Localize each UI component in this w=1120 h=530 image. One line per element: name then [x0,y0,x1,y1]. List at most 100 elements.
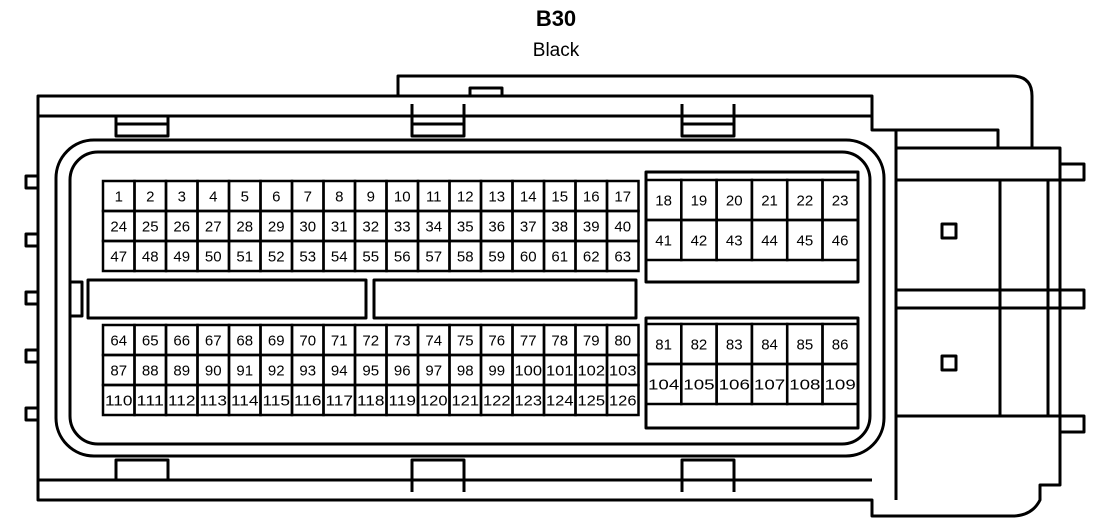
pin-cell: 92 [259,353,294,387]
pin-cell: 72 [353,323,388,357]
pin-number: 16 [583,188,600,205]
pin-cell: 116 [290,383,325,417]
pin-cell: 56 [385,239,420,273]
pin-number: 116 [294,392,322,409]
pin-cell: 7 [290,179,325,213]
pin-number: 63 [614,248,631,265]
pin-cell: 4 [196,179,231,213]
connector-color: Black [532,40,580,61]
pin-number: 76 [488,332,505,349]
pin-cell: 32 [353,209,388,243]
pin-cell: 85 [785,322,824,366]
latch-rail-top [896,162,1086,182]
pin-number: 12 [457,188,474,205]
pin-number: 123 [515,392,543,409]
pin-number: 72 [362,332,379,349]
pin-number: 35 [457,218,474,235]
pin-cell: 34 [416,209,451,243]
pin-cell: 31 [322,209,357,243]
pin-cell: 38 [542,209,577,243]
pin-cell: 59 [479,239,514,273]
pin-cell: 51 [227,239,262,273]
pin-cell: 58 [448,239,483,273]
pin-number: 124 [546,392,574,409]
top-tab-1 [114,116,170,138]
pin-cell: 83 [715,322,754,366]
separator-bar-left [86,278,368,320]
pin-cell: 17 [605,179,640,213]
pin-cell: 100 [511,353,546,387]
pin-cell: 68 [227,323,262,357]
pin-number: 82 [691,336,708,353]
bottom-tab-1 [114,458,170,480]
pin-cell: 84 [750,322,789,366]
pin-number: 102 [578,362,606,379]
pin-number: 8 [335,188,343,205]
pin-cell: 110 [101,383,136,417]
left-nub-5 [24,406,40,422]
pin-box [821,362,860,406]
pin-cell: 27 [196,209,231,243]
pin-number: 15 [551,188,568,205]
pin-cell: 79 [574,323,609,357]
pin-number: 105 [683,376,714,393]
pin-number: 94 [331,362,348,379]
pin-cell: 73 [385,323,420,357]
pin-cell: 124 [542,383,577,417]
pin-cell: 99 [479,353,514,387]
pin-number: 45 [797,232,814,249]
connector-housing [24,74,1086,518]
pin-cell: 97 [416,353,451,387]
pin-cell: 14 [511,179,546,213]
pin-cell: 120 [416,383,451,417]
pin-number: 42 [691,232,708,249]
pin-number: 64 [110,332,127,349]
pin-number: 9 [367,188,375,205]
pin-number: 65 [142,332,159,349]
top-tab-2 [410,104,466,138]
pin-cell: 103 [605,353,640,387]
pin-number: 100 [515,362,543,379]
pin-number: 74 [425,332,442,349]
pin-number: 17 [614,188,631,205]
pin-number: 103 [609,362,637,379]
pin-number: 11 [426,188,442,205]
pin-number: 14 [520,188,537,205]
pin-box [821,218,860,262]
pin-cell: 89 [164,353,199,387]
pin-number: 115 [263,392,291,409]
pin-number: 6 [272,188,280,205]
pin-number: 99 [488,362,505,379]
pin-cell: 66 [164,323,199,357]
housing-outer-body [36,94,1062,518]
pin-cell: 5 [227,179,262,213]
pin-cell: 113 [196,383,231,417]
pin-cell: 86 [821,322,860,366]
pin-number: 2 [146,188,154,205]
pin-number: 5 [241,188,249,205]
pin-number: 44 [761,232,778,249]
pin-cell: 25 [133,209,168,243]
pin-cell: 23 [821,178,860,222]
pin-cell: 2 [133,179,168,213]
left-nub-1 [24,174,40,190]
pin-number: 53 [299,248,316,265]
pin-cell: 119 [385,383,420,417]
pin-number: 101 [546,362,574,379]
pin-cell: 115 [259,383,294,417]
pin-cell: 42 [680,218,718,262]
pin-number: 37 [520,218,537,235]
left-nub-2 [24,232,40,248]
pin-cell: 28 [227,209,262,243]
pin-number: 126 [609,392,637,409]
pin-number: 78 [551,332,568,349]
pin-number: 91 [236,362,253,379]
pin-number: 40 [614,218,631,235]
pin-cell: 61 [542,239,577,273]
latch-divider [872,128,898,500]
pin-number: 66 [173,332,190,349]
pin-cell: 65 [133,323,168,357]
pin-cell: 8 [322,179,357,213]
pin-cell: 9 [353,179,388,213]
pin-number: 19 [691,192,708,209]
